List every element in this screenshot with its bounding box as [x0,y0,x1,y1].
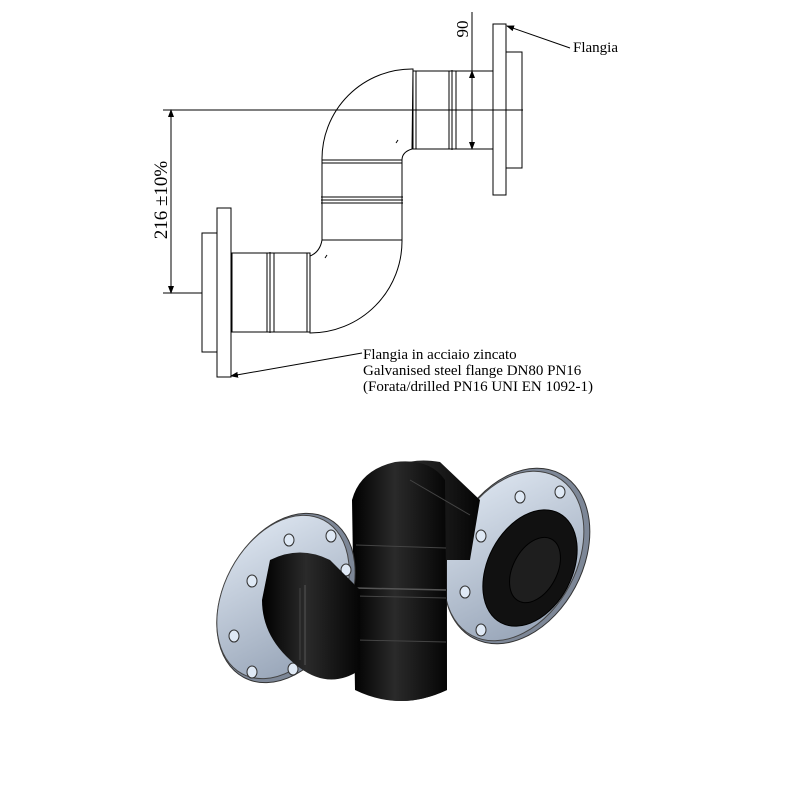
render-3d [216,460,591,701]
dimension-90-text: 90 [453,21,472,38]
render-rubber-body [352,460,480,701]
galv-label-line-1: Flangia in acciaio zincato [363,347,517,363]
flange-label: Flangia [573,40,618,56]
upper-elbow [321,68,414,161]
galvanised-flange-leader: Flangia in acciaio zincato Galvanised st… [230,347,593,395]
right-flange-bolt-holes [459,485,566,637]
left-flange-bolt-holes [228,529,352,679]
dimension-90: 90 [453,12,475,150]
left-pipe [231,252,311,333]
render-right-flange [443,467,591,645]
galv-label-line-3: (Forata/drilled PN16 UNI EN 1092-1) [363,379,593,395]
render-left-flange [216,512,360,684]
lower-elbow [309,239,403,334]
dimension-216: 216 ±10% [151,109,202,294]
left-flange [201,207,232,378]
middle-pipe [321,159,403,241]
galv-label-line-2: Galvanised steel flange DN80 PN16 [363,363,582,379]
flange-leader: Flangia [506,25,618,56]
dimension-216-text: 216 ±10% [151,161,172,240]
